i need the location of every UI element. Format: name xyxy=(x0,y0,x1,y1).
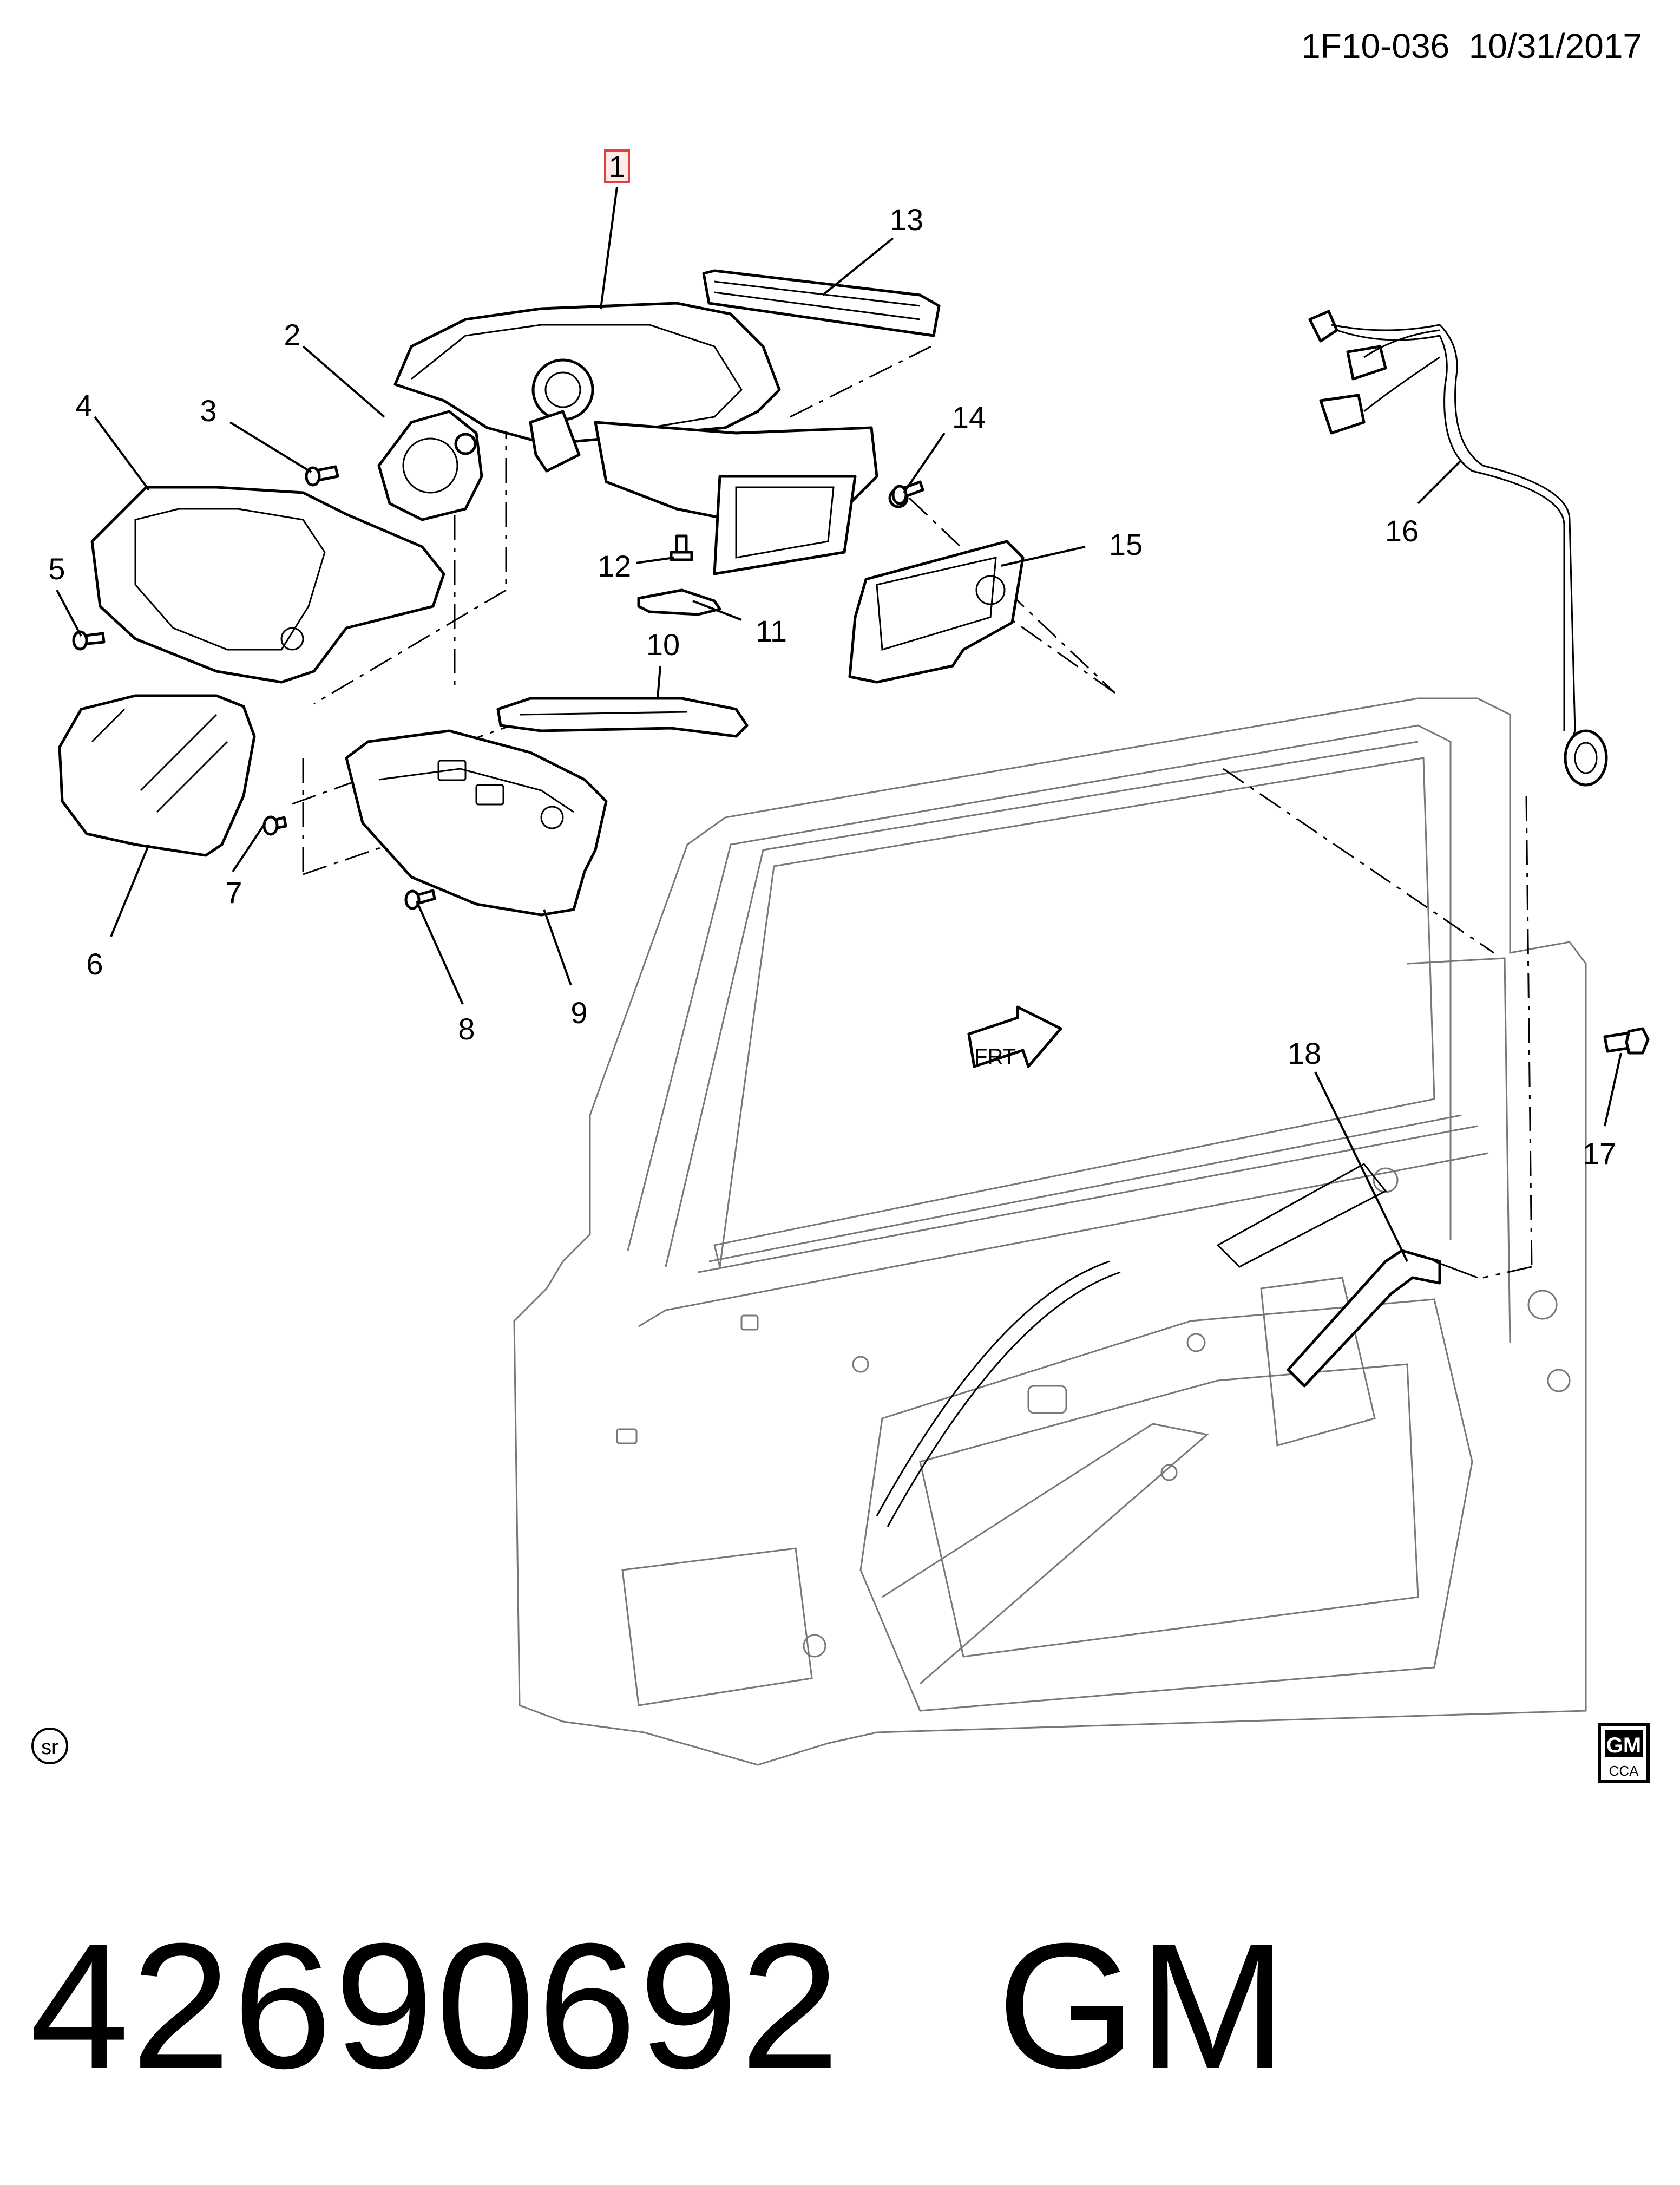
drawing-header: 1F10-036 10/31/2017 xyxy=(1301,26,1642,66)
part-16-wiring-harness xyxy=(1308,310,1608,787)
sr-symbol: sr xyxy=(31,1728,68,1764)
callout-12: 12 xyxy=(598,549,631,583)
part-9-lower-cover xyxy=(345,729,608,917)
callout-1-highlight xyxy=(604,149,630,183)
callout-13: 13 xyxy=(890,202,923,237)
callout-4: 4 xyxy=(75,388,92,422)
part-15-mount-gasket xyxy=(848,540,1025,684)
drawing-date: 10/31/2017 xyxy=(1468,27,1642,66)
part-5-screw xyxy=(72,630,106,651)
part-11-bracket xyxy=(637,588,721,616)
part-17-bolt xyxy=(1603,1027,1650,1055)
part-13-seal-strip xyxy=(702,269,941,337)
brand-name: GM xyxy=(997,1906,1289,2105)
frt-label: FRT xyxy=(974,1045,1016,1069)
footer-part-number: 42690692 GM xyxy=(30,1916,1289,2095)
part-2-actuator xyxy=(377,410,483,521)
part-number: 42690692 xyxy=(30,1906,842,2105)
part-4-mirror-housing xyxy=(90,486,445,684)
leader-lines xyxy=(56,186,1622,1262)
callout-18: 18 xyxy=(1288,1036,1321,1070)
callout-7: 7 xyxy=(225,875,242,910)
callout-9: 9 xyxy=(570,996,587,1030)
part-7-screw xyxy=(262,815,287,836)
part-6-mirror-glass xyxy=(58,694,256,857)
part-14-screw xyxy=(891,480,924,505)
callout-8: 8 xyxy=(458,1012,475,1046)
drawing-id: 1F10-036 xyxy=(1301,27,1450,66)
door-frame xyxy=(513,697,1587,1766)
frt-direction-arrow: FRT xyxy=(967,1005,1062,1069)
callout-1: 1 xyxy=(608,149,625,184)
callout-6: 6 xyxy=(86,947,103,981)
part-1-mirror-assembly xyxy=(393,302,909,575)
callout-5: 5 xyxy=(48,552,65,586)
part-18-channel xyxy=(876,1163,1478,1527)
cca-logo-text: CCA xyxy=(1609,1763,1639,1779)
callout-16: 16 xyxy=(1385,514,1419,548)
sr-symbol-text: sr xyxy=(41,1736,58,1759)
callout-10: 10 xyxy=(646,627,680,662)
callout-15: 15 xyxy=(1109,527,1143,561)
callout-17: 17 xyxy=(1583,1136,1616,1170)
callout-labels: 1 2 3 4 5 6 7 8 9 10 11 12 13 14 15 16 1… xyxy=(48,149,1616,1170)
gm-cca-logo: GM CCA xyxy=(1598,1723,1650,1783)
part-3-screw xyxy=(305,465,339,487)
callout-3: 3 xyxy=(200,394,216,428)
callout-14: 14 xyxy=(952,400,986,434)
callout-11: 11 xyxy=(756,614,787,648)
part-10-turn-signal-lamp xyxy=(496,697,749,738)
part-12-pin xyxy=(670,534,693,561)
part-8-screw xyxy=(404,889,436,910)
gm-logo-text: GM xyxy=(1606,1733,1641,1757)
callout-2: 2 xyxy=(284,318,300,352)
